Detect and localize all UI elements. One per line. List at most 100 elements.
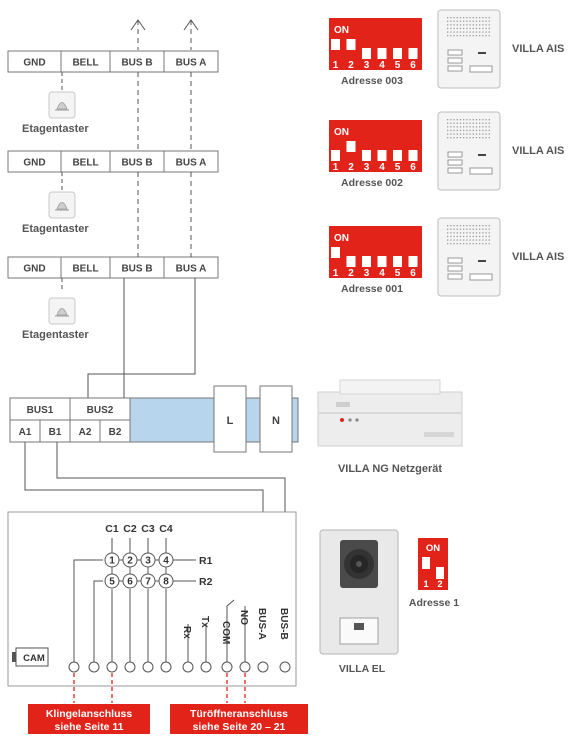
dip-number: 2 bbox=[348, 60, 354, 71]
callout-tueroeffner-line1: Türöffneranschluss bbox=[190, 708, 288, 720]
dip-number: 2 bbox=[348, 162, 354, 173]
dip-number: 6 bbox=[410, 162, 416, 173]
matrix-node: 8 bbox=[158, 573, 174, 589]
dip-number: 6 bbox=[410, 60, 416, 71]
bus-cell-label: BUS B bbox=[121, 264, 152, 275]
dip-number: 4 bbox=[379, 162, 385, 173]
dip-number: 5 bbox=[395, 268, 401, 279]
outdoor-dip-2: 2 bbox=[437, 579, 442, 590]
matrix-node-label: 6 bbox=[127, 577, 133, 588]
doorbell-button-icon bbox=[48, 91, 76, 119]
col-c4: C4 bbox=[159, 523, 173, 535]
bus-cell-label: BELL bbox=[72, 58, 98, 69]
col-c2: C2 bbox=[123, 523, 137, 535]
callout-klingel-line1: Klingelanschluss bbox=[46, 708, 133, 720]
address-label: Adresse 001 bbox=[341, 283, 403, 295]
matrix-node: 6 bbox=[122, 573, 138, 589]
b1-label: B1 bbox=[49, 427, 62, 438]
matrix-node: 7 bbox=[140, 573, 156, 589]
outdoor-dip-on: ON bbox=[426, 543, 440, 554]
power-supply-device-image bbox=[317, 379, 463, 447]
indoor-unit-name: VILLA AIS bbox=[512, 43, 564, 55]
row-r2: R2 bbox=[199, 576, 213, 588]
address-label: Adresse 003 bbox=[341, 75, 403, 87]
terminal-no: NO bbox=[238, 610, 249, 625]
cam-icon bbox=[12, 647, 49, 667]
terminal-rx: Rx bbox=[181, 626, 192, 639]
matrix-node-label: 5 bbox=[109, 577, 115, 588]
bus-terminal-row: GND BELL BUS B BUS A Etagentaster bbox=[7, 50, 219, 135]
l-label: L bbox=[227, 415, 234, 427]
dip-number: 1 bbox=[333, 162, 339, 173]
indoor-station-image bbox=[437, 217, 501, 297]
col-c1: C1 bbox=[105, 523, 119, 535]
dip-number: 5 bbox=[395, 162, 401, 173]
dip-number: 2 bbox=[348, 268, 354, 279]
bus-cell-label: BUS B bbox=[121, 158, 152, 169]
bus-cell-label: BELL bbox=[72, 264, 98, 275]
matrix-node: 3 bbox=[140, 552, 156, 568]
col-c3: C3 bbox=[141, 523, 155, 535]
outdoor-station-image bbox=[319, 529, 399, 655]
bus-cell-label: GND bbox=[23, 264, 45, 275]
dip-number: 1 bbox=[333, 60, 339, 71]
dip-on-label: ON bbox=[334, 25, 349, 36]
dip-number: 5 bbox=[395, 60, 401, 71]
a2-label: A2 bbox=[79, 427, 92, 438]
dip-on-label: ON bbox=[334, 233, 349, 244]
matrix-node: 4 bbox=[158, 552, 174, 568]
bus-dashed-lines bbox=[137, 72, 192, 257]
a1-label: A1 bbox=[19, 427, 32, 438]
dip-number: 1 bbox=[333, 268, 339, 279]
bus-cell-label: GND bbox=[23, 58, 45, 69]
address-label: Adresse 002 bbox=[341, 177, 403, 189]
matrix-node: 5 bbox=[104, 573, 120, 589]
bus2-label: BUS2 bbox=[87, 405, 114, 416]
n-label: N bbox=[272, 415, 280, 427]
bus-cell-label: GND bbox=[23, 158, 45, 169]
terminal-bus-a: BUS-A bbox=[256, 608, 267, 640]
indoor-station-image bbox=[437, 111, 501, 191]
indoor-unit-name: VILLA AIS bbox=[512, 145, 564, 157]
matrix-node-label: 2 bbox=[127, 556, 133, 567]
outdoor-dip-switch: ON 1 2 bbox=[418, 538, 448, 590]
indoor-unit-name: VILLA AIS bbox=[512, 251, 564, 263]
terminal-com: COM bbox=[220, 621, 231, 644]
doorbell-button-icon bbox=[48, 191, 76, 219]
etagentaster-label: Etagentaster bbox=[22, 223, 89, 235]
matrix-node-label: 8 bbox=[163, 577, 169, 588]
bus-cell-label: BUS A bbox=[176, 58, 207, 69]
bus-cell-label: BUS A bbox=[176, 264, 207, 275]
bus-cell-label: BUS A bbox=[176, 158, 207, 169]
matrix-node: 1 bbox=[104, 552, 120, 568]
bus-solid-lines bbox=[87, 278, 196, 398]
matrix-node-label: 7 bbox=[145, 577, 151, 588]
dip-number: 3 bbox=[364, 268, 370, 279]
matrix-node-label: 3 bbox=[145, 556, 151, 567]
bus-terminal-row: GND BELL BUS B BUS A Etagentaster bbox=[7, 150, 219, 235]
bus-cell-label: BELL bbox=[72, 158, 98, 169]
callout-klingel-line2: siehe Seite 11 bbox=[55, 721, 124, 733]
power-supply-name: VILLA NG Netzgerät bbox=[338, 463, 442, 475]
dip-number: 3 bbox=[364, 162, 370, 173]
dip-number: 6 bbox=[410, 268, 416, 279]
terminal-strip bbox=[68, 661, 291, 673]
etagentaster-label: Etagentaster bbox=[22, 123, 89, 135]
outdoor-panel bbox=[7, 511, 297, 687]
etagentaster-label: Etagentaster bbox=[22, 329, 89, 341]
dip-number: 4 bbox=[379, 268, 385, 279]
bus-continuation-arrows bbox=[130, 19, 199, 50]
outdoor-dip-1: 1 bbox=[423, 579, 429, 590]
dip-number: 4 bbox=[379, 60, 385, 71]
matrix-node: 2 bbox=[122, 552, 138, 568]
terminal-bus-b: BUS-B bbox=[278, 608, 289, 640]
row-r1: R1 bbox=[199, 555, 213, 567]
bus-cell-label: BUS B bbox=[121, 58, 152, 69]
bus1-label: BUS1 bbox=[27, 405, 54, 416]
